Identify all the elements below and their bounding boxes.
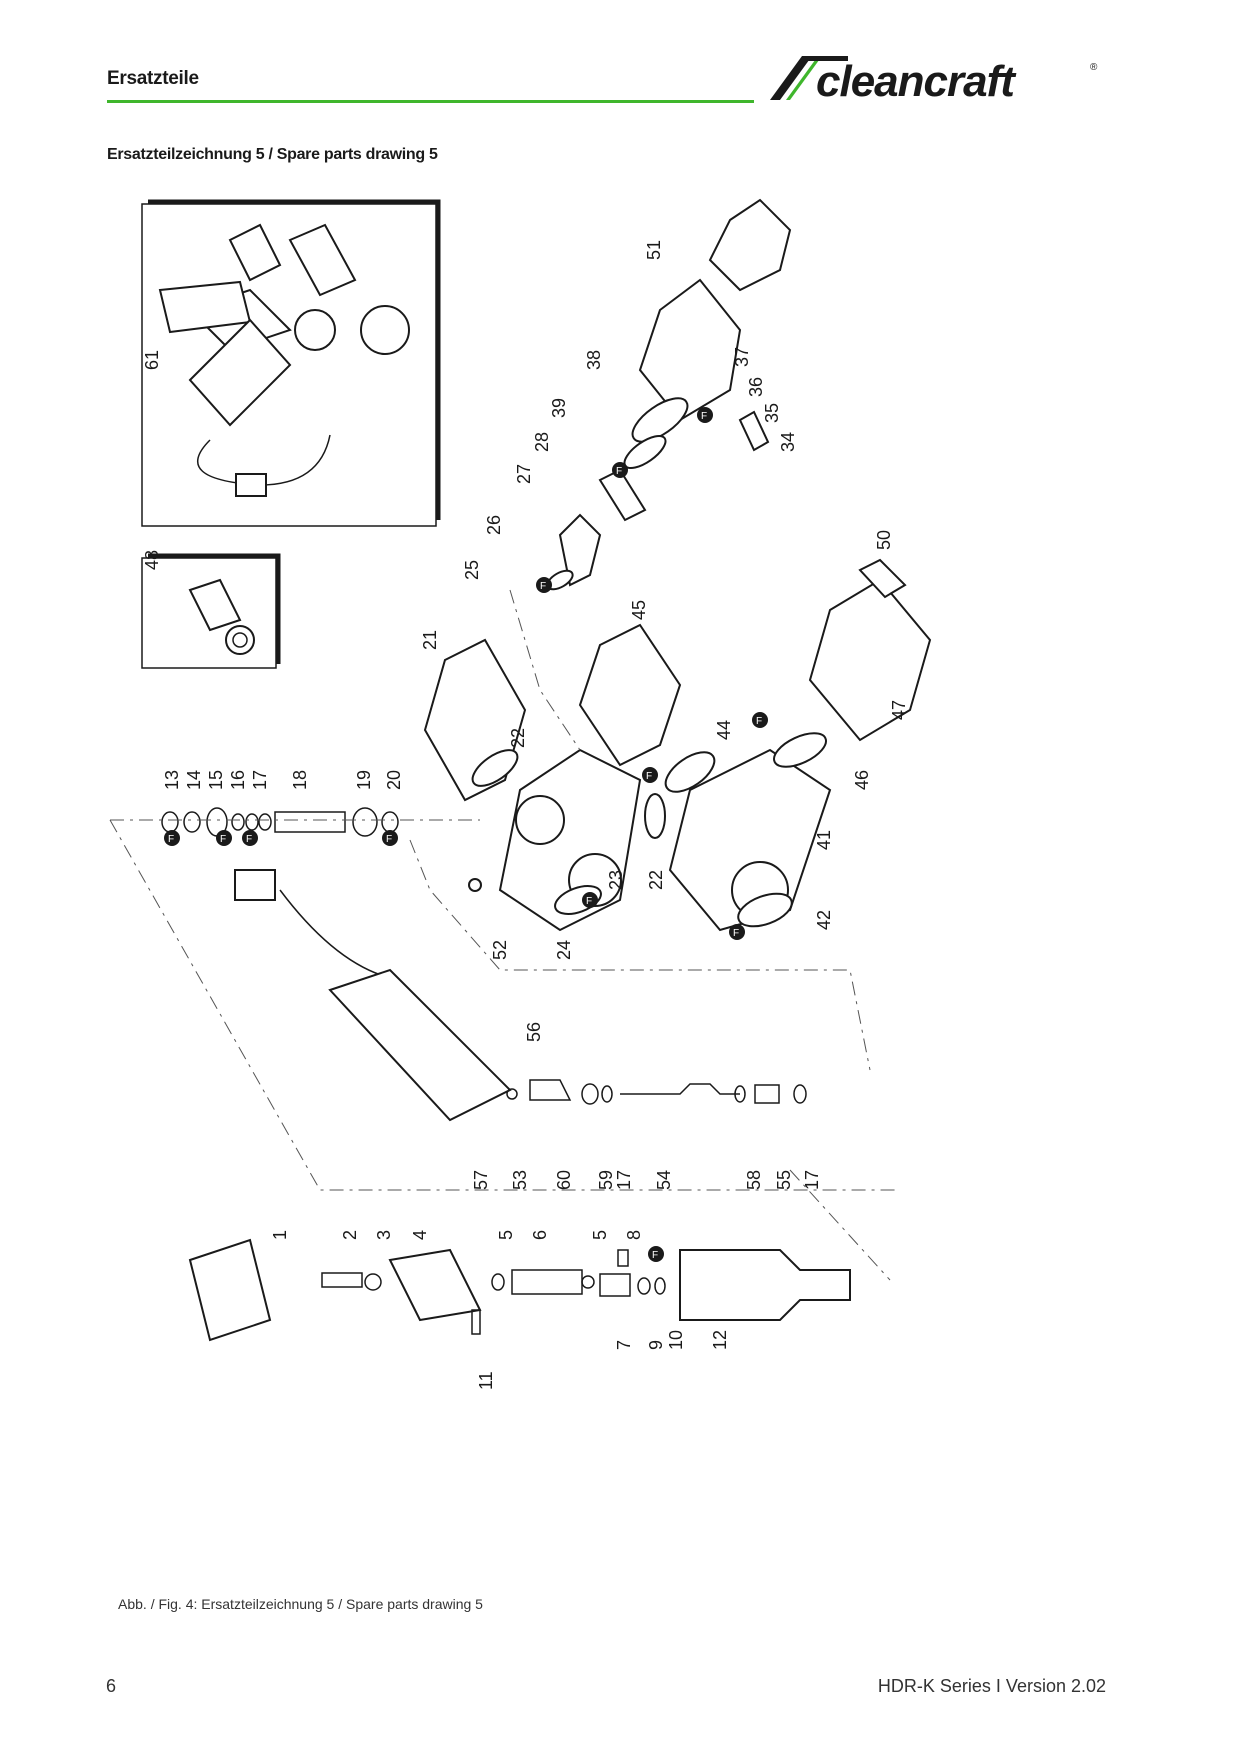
bottom-row	[188, 1238, 851, 1342]
svg-text:F: F	[386, 834, 392, 845]
label-27: 27	[514, 464, 534, 484]
label-44: 44	[714, 720, 734, 740]
label-7: 7	[614, 1340, 634, 1350]
logo-mark-icon	[770, 56, 848, 100]
label-11: 11	[476, 1371, 496, 1390]
label-41: 41	[814, 830, 834, 850]
page-number: 6	[106, 1676, 117, 1696]
label-19: 19	[354, 770, 374, 790]
label-17a: 17	[250, 770, 270, 790]
label-42: 42	[814, 910, 834, 930]
label-36: 36	[746, 377, 766, 397]
section-title: Ersatzteile	[107, 68, 199, 89]
label-15: 15	[206, 770, 226, 790]
label-2: 2	[340, 1230, 360, 1240]
label-5b: 5	[590, 1230, 610, 1240]
centre-lines	[109, 589, 900, 1281]
upper-chain	[546, 198, 792, 591]
label-18: 18	[290, 770, 310, 790]
label-50: 50	[874, 530, 894, 550]
svg-text:cleancraft: cleancraft	[816, 57, 1017, 104]
label-39: 39	[549, 398, 569, 418]
label-14: 14	[184, 770, 204, 790]
label-57: 57	[471, 1170, 491, 1190]
svg-text:F: F	[652, 1250, 658, 1261]
svg-text:F: F	[616, 466, 622, 477]
label-53: 53	[510, 1170, 530, 1190]
label-37: 37	[732, 347, 752, 367]
label-6: 6	[530, 1230, 550, 1240]
label-4: 4	[410, 1230, 430, 1240]
figure-caption: Abb. / Fig. 4: Ersatzteilzeichnung 5 / S…	[118, 1596, 483, 1612]
label-48: 48	[142, 550, 162, 570]
label-51: 51	[644, 240, 664, 260]
label-47: 47	[889, 700, 909, 720]
label-26: 26	[484, 515, 504, 535]
label-28: 28	[532, 432, 552, 452]
label-22b: 22	[646, 870, 666, 890]
seal-markers: F F F F F F F F F F F F	[164, 407, 768, 1262]
label-20: 20	[384, 770, 404, 790]
label-1: 1	[270, 1230, 290, 1240]
label-54: 54	[654, 1170, 674, 1190]
label-60: 60	[554, 1170, 574, 1190]
label-17c: 17	[802, 1170, 822, 1190]
label-10: 10	[666, 1330, 686, 1350]
label-25: 25	[462, 560, 482, 580]
label-16: 16	[228, 770, 248, 790]
label-13: 13	[162, 770, 182, 790]
svg-text:F: F	[220, 834, 226, 845]
label-59: 59	[596, 1170, 616, 1190]
label-52: 52	[490, 940, 510, 960]
switch-assembly	[234, 869, 807, 1122]
label-9: 9	[646, 1340, 666, 1350]
svg-text:F: F	[540, 581, 546, 592]
spare-parts-drawing: 51 38 39 28 27 26 25 37 36 35 34 50 45 4…	[109, 198, 932, 1390]
label-17b: 17	[614, 1170, 634, 1190]
label-61: 61	[142, 350, 162, 370]
svg-text:F: F	[646, 771, 652, 782]
header-rule	[107, 100, 754, 103]
svg-text:F: F	[246, 834, 252, 845]
label-8: 8	[624, 1230, 644, 1240]
label-24: 24	[554, 940, 574, 960]
middle-assembly	[161, 558, 932, 932]
label-21: 21	[420, 630, 440, 650]
brand-logo: cleancraft ®	[770, 56, 1098, 104]
label-38: 38	[584, 350, 604, 370]
svg-text:F: F	[701, 411, 707, 422]
label-12: 12	[710, 1330, 730, 1350]
label-45: 45	[629, 600, 649, 620]
svg-text:F: F	[733, 928, 739, 939]
part-labels: 51 38 39 28 27 26 25 37 36 35 34 50 45 4…	[142, 240, 909, 1390]
label-23: 23	[606, 870, 626, 890]
label-55: 55	[774, 1170, 794, 1190]
inset-61	[141, 199, 441, 527]
label-56: 56	[524, 1022, 544, 1042]
svg-text:F: F	[168, 834, 174, 845]
label-34: 34	[778, 432, 798, 452]
svg-text:®: ®	[1090, 62, 1098, 73]
label-5a: 5	[496, 1230, 516, 1240]
label-3: 3	[374, 1230, 394, 1240]
svg-text:F: F	[586, 896, 592, 907]
label-22a: 22	[508, 728, 528, 748]
label-35: 35	[762, 403, 782, 423]
label-58: 58	[744, 1170, 764, 1190]
inset-48	[141, 553, 281, 669]
label-46: 46	[852, 770, 872, 790]
document-id: HDR-K Series I Version 2.02	[877, 1676, 1106, 1696]
svg-text:F: F	[756, 716, 762, 727]
drawing-subtitle: Ersatzteilzeichnung 5 / Spare parts draw…	[107, 146, 438, 163]
